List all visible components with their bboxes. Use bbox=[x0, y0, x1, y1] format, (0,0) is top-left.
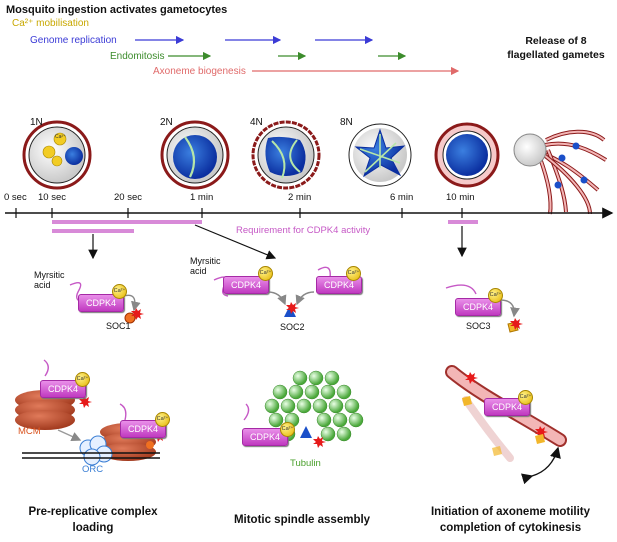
tick-1-min: 1 min bbox=[190, 192, 214, 203]
ploidy-1n: 1N bbox=[30, 117, 43, 128]
soc2-label: SOC2 bbox=[280, 322, 305, 332]
cdpk4-soc1: CDPK4 bbox=[78, 294, 124, 312]
requirement-label: Requirement for CDPK4 activity bbox=[236, 225, 371, 236]
soc1-arrow bbox=[123, 294, 141, 312]
soc2-arrow-right bbox=[295, 291, 315, 306]
tick-0-sec: 0 sec bbox=[4, 192, 27, 203]
tubulin-dimer bbox=[324, 370, 340, 386]
cell-4n bbox=[251, 120, 321, 190]
ca-ion-mcm-2: Ca²⁺ bbox=[155, 412, 170, 427]
tubulin-dimer bbox=[332, 412, 348, 428]
exflagellating-gametocyte bbox=[513, 129, 608, 215]
tubulin-dimer bbox=[336, 384, 352, 400]
process-axoneme-biogenesis: Axoneme biogenesis bbox=[153, 66, 246, 77]
soc2-arrow-left bbox=[267, 291, 287, 306]
tubulin-dimer bbox=[308, 370, 324, 386]
cell-1n bbox=[22, 120, 92, 190]
tubulin-dimer bbox=[264, 398, 280, 414]
cdpk4-requirement-bars bbox=[52, 220, 478, 233]
ploidy-4n: 4N bbox=[250, 117, 263, 128]
soc1-phosphosite bbox=[124, 308, 144, 324]
ca-ion-soc2-left: Ca²⁺ bbox=[258, 266, 273, 281]
tubulin-dimer bbox=[320, 384, 336, 400]
process-endomitosis: Endomitosis bbox=[110, 51, 165, 62]
cdpk4-soc2-left: CDPK4 bbox=[223, 276, 269, 294]
tubulin-dimer bbox=[272, 384, 288, 400]
tubulin-dimer bbox=[320, 426, 336, 442]
tubulin-dimer bbox=[348, 412, 364, 428]
tubulin-dimer bbox=[344, 398, 360, 414]
myristic-acid-tail-4 bbox=[445, 284, 477, 295]
mcm-label: MCM bbox=[18, 426, 41, 437]
release-label: Release of 8 flagellated gametes bbox=[507, 35, 605, 61]
tubulin-array bbox=[264, 370, 364, 442]
tubulin-dimer bbox=[288, 384, 304, 400]
cell-10min bbox=[434, 122, 500, 188]
cdpk4-soc3: CDPK4 bbox=[455, 298, 501, 316]
cell-2n bbox=[160, 120, 230, 190]
ca-ion-mcm-1: Ca²⁺ bbox=[75, 372, 90, 387]
caption-axoneme: Initiation of axoneme motility completio… bbox=[430, 506, 591, 534]
tubulin-dimer bbox=[312, 398, 328, 414]
ploidy-2n: 2N bbox=[160, 117, 173, 128]
cell-8n bbox=[348, 123, 412, 187]
ploidy-8n: 8N bbox=[340, 117, 353, 128]
myristic-acid-tail-5 bbox=[43, 359, 49, 377]
tubulin-dimer bbox=[336, 426, 352, 442]
process-ca-mobilisation: Ca²⁺ mobilisation bbox=[12, 18, 89, 29]
cdpk4-spindle: CDPK4 bbox=[242, 428, 288, 446]
cdpk4-mcm-1: CDPK4 bbox=[40, 380, 86, 398]
ca-ion-soc1: Ca²⁺ bbox=[112, 284, 127, 299]
tick-2-min: 2 min bbox=[288, 192, 312, 203]
tick-10-min: 10 min bbox=[446, 192, 475, 203]
cdpk4-axoneme: CDPK4 bbox=[484, 398, 530, 416]
caption-pre-replicative: Pre-replicative complex loading bbox=[28, 506, 158, 534]
myristic-acid-tail-7 bbox=[243, 403, 250, 421]
motility-arrow bbox=[521, 446, 561, 485]
tubulin-dimer bbox=[280, 398, 296, 414]
orc-label: ORC bbox=[82, 464, 104, 475]
mcm-phosphosite-3 bbox=[146, 441, 154, 449]
diagram-title: Mosquito ingestion activates gametocytes bbox=[6, 4, 228, 16]
tubulin-dimer bbox=[304, 384, 320, 400]
tubulin-dimer bbox=[268, 412, 284, 428]
timeline-ticks bbox=[15, 208, 463, 218]
soc3-phosphosite bbox=[507, 318, 523, 333]
myristic-acid-tail-3 bbox=[317, 266, 331, 279]
myristic-label-2: Myrsitic acid bbox=[190, 256, 221, 276]
requirement-arrows bbox=[88, 224, 467, 260]
mcm-loading-arrow bbox=[57, 429, 82, 441]
tick-10-sec: 10 sec bbox=[38, 192, 66, 203]
tubulin-dimer bbox=[292, 370, 308, 386]
tubulin-label: Tubulin bbox=[290, 458, 321, 469]
mcm-phosphosite-1 bbox=[79, 396, 92, 408]
myristic-label-1: Myrsitic acid bbox=[34, 270, 65, 290]
process-genome-replication: Genome replication bbox=[30, 35, 117, 46]
tubulin-dimer bbox=[316, 412, 332, 428]
soc2-phosphosite bbox=[284, 302, 299, 317]
cdpk4-mcm-2: CDPK4 bbox=[120, 420, 166, 438]
tick-20-sec: 20 sec bbox=[114, 192, 142, 203]
caption-spindle: Mitotic spindle assembly bbox=[233, 514, 371, 526]
soc1-label: SOC1 bbox=[106, 321, 131, 331]
tubulin-phosphosite bbox=[313, 436, 326, 448]
ca-label-cell: Ca²⁺ bbox=[55, 134, 66, 140]
soc3-arrow bbox=[499, 299, 520, 318]
ca-ion-spindle: Ca²⁺ bbox=[280, 422, 295, 437]
soc3-label: SOC3 bbox=[466, 321, 491, 331]
ca-ion-axoneme: Ca²⁺ bbox=[518, 390, 533, 405]
tick-6-min: 6 min bbox=[390, 192, 414, 203]
tubulin-site bbox=[300, 426, 312, 438]
tubulin-dimer bbox=[296, 398, 312, 414]
myristic-acid-tail-6 bbox=[119, 403, 127, 421]
ca-ion-soc2-right: Ca²⁺ bbox=[346, 266, 361, 281]
ca-ion-soc3: Ca²⁺ bbox=[488, 288, 503, 303]
tubulin-dimer bbox=[328, 398, 344, 414]
